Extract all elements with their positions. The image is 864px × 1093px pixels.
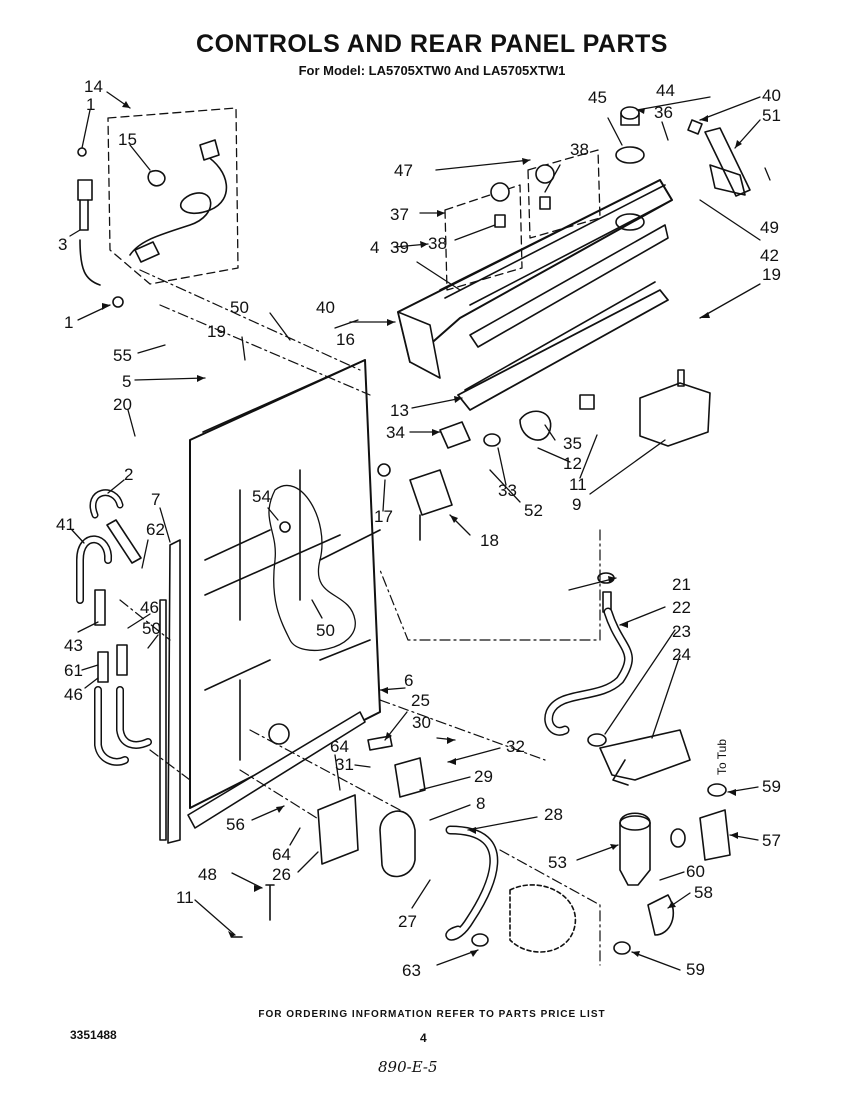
- callout-51: 51: [762, 106, 781, 125]
- callout-40: 40: [316, 298, 335, 317]
- callout-55: 55: [113, 346, 132, 365]
- water-level-switch: [639, 382, 711, 447]
- callout-23: 23: [672, 622, 691, 641]
- callout-11b: 11: [569, 475, 587, 494]
- side-trim-strip: [167, 539, 181, 844]
- callout-46b: 46: [64, 685, 83, 704]
- callout-1: 1: [86, 95, 95, 114]
- callout-60: 60: [686, 862, 705, 881]
- callout-19: 19: [207, 322, 226, 341]
- callout-56: 56: [226, 815, 245, 834]
- callout-1b: 1: [64, 313, 73, 332]
- callout-14: 14: [84, 77, 103, 96]
- callout-61: 61: [64, 661, 83, 680]
- knob-detail-box-right: [527, 149, 601, 239]
- callout-39: 39: [390, 238, 409, 257]
- callout-37: 37: [390, 205, 409, 224]
- handwritten-note: 890-E-5: [378, 1058, 438, 1076]
- drain-elbow: [699, 809, 731, 861]
- callout-13: 13: [390, 401, 409, 420]
- callout-12: 12: [563, 454, 582, 473]
- callout-32: 32: [506, 737, 525, 756]
- callout-45: 45: [588, 88, 607, 107]
- callout-21: 21: [672, 575, 691, 594]
- callout-4: 4: [370, 238, 379, 257]
- callout-8: 8: [476, 794, 485, 813]
- power-cord: [129, 154, 228, 256]
- callout-2: 2: [124, 465, 133, 484]
- callout-50c: 50: [316, 621, 335, 640]
- callout-18: 18: [480, 531, 499, 550]
- pump-housing: [317, 794, 359, 865]
- page-title: CONTROLS AND REAR PANEL PARTS: [196, 30, 668, 58]
- callout-58: 58: [694, 883, 713, 902]
- callout-26: 26: [272, 865, 291, 884]
- callout-36: 36: [654, 103, 673, 122]
- callout-25: 25: [411, 691, 430, 710]
- callout-19b: 19: [762, 265, 781, 284]
- callout-64: 64: [330, 737, 349, 756]
- fill-hose-fitting: [77, 179, 93, 201]
- callout-30: 30: [412, 713, 431, 732]
- callout-5: 5: [122, 372, 131, 391]
- callout-35: 35: [563, 434, 582, 453]
- callout-20: 20: [113, 395, 132, 414]
- callout-59: 59: [762, 777, 781, 796]
- callout-46: 46: [140, 598, 159, 617]
- dispenser-nozzle: [599, 729, 691, 781]
- console-support-bracket: [457, 289, 669, 411]
- callout-27: 27: [398, 912, 417, 931]
- rear-panel: [189, 359, 381, 809]
- callout-29: 29: [474, 767, 493, 786]
- callout-57: 57: [762, 831, 781, 850]
- callout-48: 48: [198, 865, 217, 884]
- callout-34: 34: [386, 423, 405, 442]
- page-number: 4: [420, 1031, 427, 1045]
- callout-38: 38: [428, 234, 447, 253]
- callout-47: 47: [394, 161, 413, 180]
- callout-16: 16: [336, 330, 355, 349]
- callout-3: 3: [58, 235, 67, 254]
- callout-41: 41: [56, 515, 75, 534]
- callout-28: 28: [544, 805, 563, 824]
- callout-43: 43: [64, 636, 83, 655]
- callout-44: 44: [656, 81, 675, 100]
- to-tub-label: To Tub: [715, 739, 729, 775]
- water-valve: [409, 469, 453, 516]
- callout-49: 49: [760, 218, 779, 237]
- pump-motor: [379, 810, 416, 878]
- timer-bracket: [704, 127, 751, 197]
- callout-9: 9: [572, 495, 581, 514]
- model-subtitle: For Model: LA5705XTW0 And LA5705XTW1: [298, 63, 566, 78]
- callout-24: 24: [672, 645, 691, 664]
- callout-31: 31: [335, 755, 354, 774]
- callout-42: 42: [760, 246, 779, 265]
- callout-38b: 38: [570, 140, 589, 159]
- callout-50b: 50: [142, 619, 161, 638]
- callout-52: 52: [524, 501, 543, 520]
- callout-labels: 14 1 15 3 1 50 19 55 5 20 2 7 41 62 46 5…: [56, 77, 781, 980]
- callout-50: 50: [230, 298, 249, 317]
- callout-63: 63: [402, 961, 421, 980]
- callout-11: 11: [176, 888, 194, 907]
- callout-40b: 40: [762, 86, 781, 105]
- wire-harness: [268, 484, 356, 652]
- callout-33: 33: [498, 481, 517, 500]
- document-number: 3351488: [70, 1028, 117, 1042]
- callout-53: 53: [548, 853, 567, 872]
- power-cord-kit-box: [107, 107, 239, 285]
- callout-17: 17: [374, 507, 393, 526]
- callout-7: 7: [151, 490, 160, 509]
- callout-15: 15: [118, 130, 137, 149]
- callout-59b: 59: [686, 960, 705, 979]
- callout-22: 22: [672, 598, 691, 617]
- callout-62: 62: [146, 520, 165, 539]
- callout-6: 6: [404, 671, 413, 690]
- drain-valve-body: [619, 812, 651, 886]
- ordering-info-footer: FOR ORDERING INFORMATION REFER TO PARTS …: [258, 1009, 606, 1020]
- callout-64b: 64: [272, 845, 291, 864]
- callout-54: 54: [252, 487, 271, 506]
